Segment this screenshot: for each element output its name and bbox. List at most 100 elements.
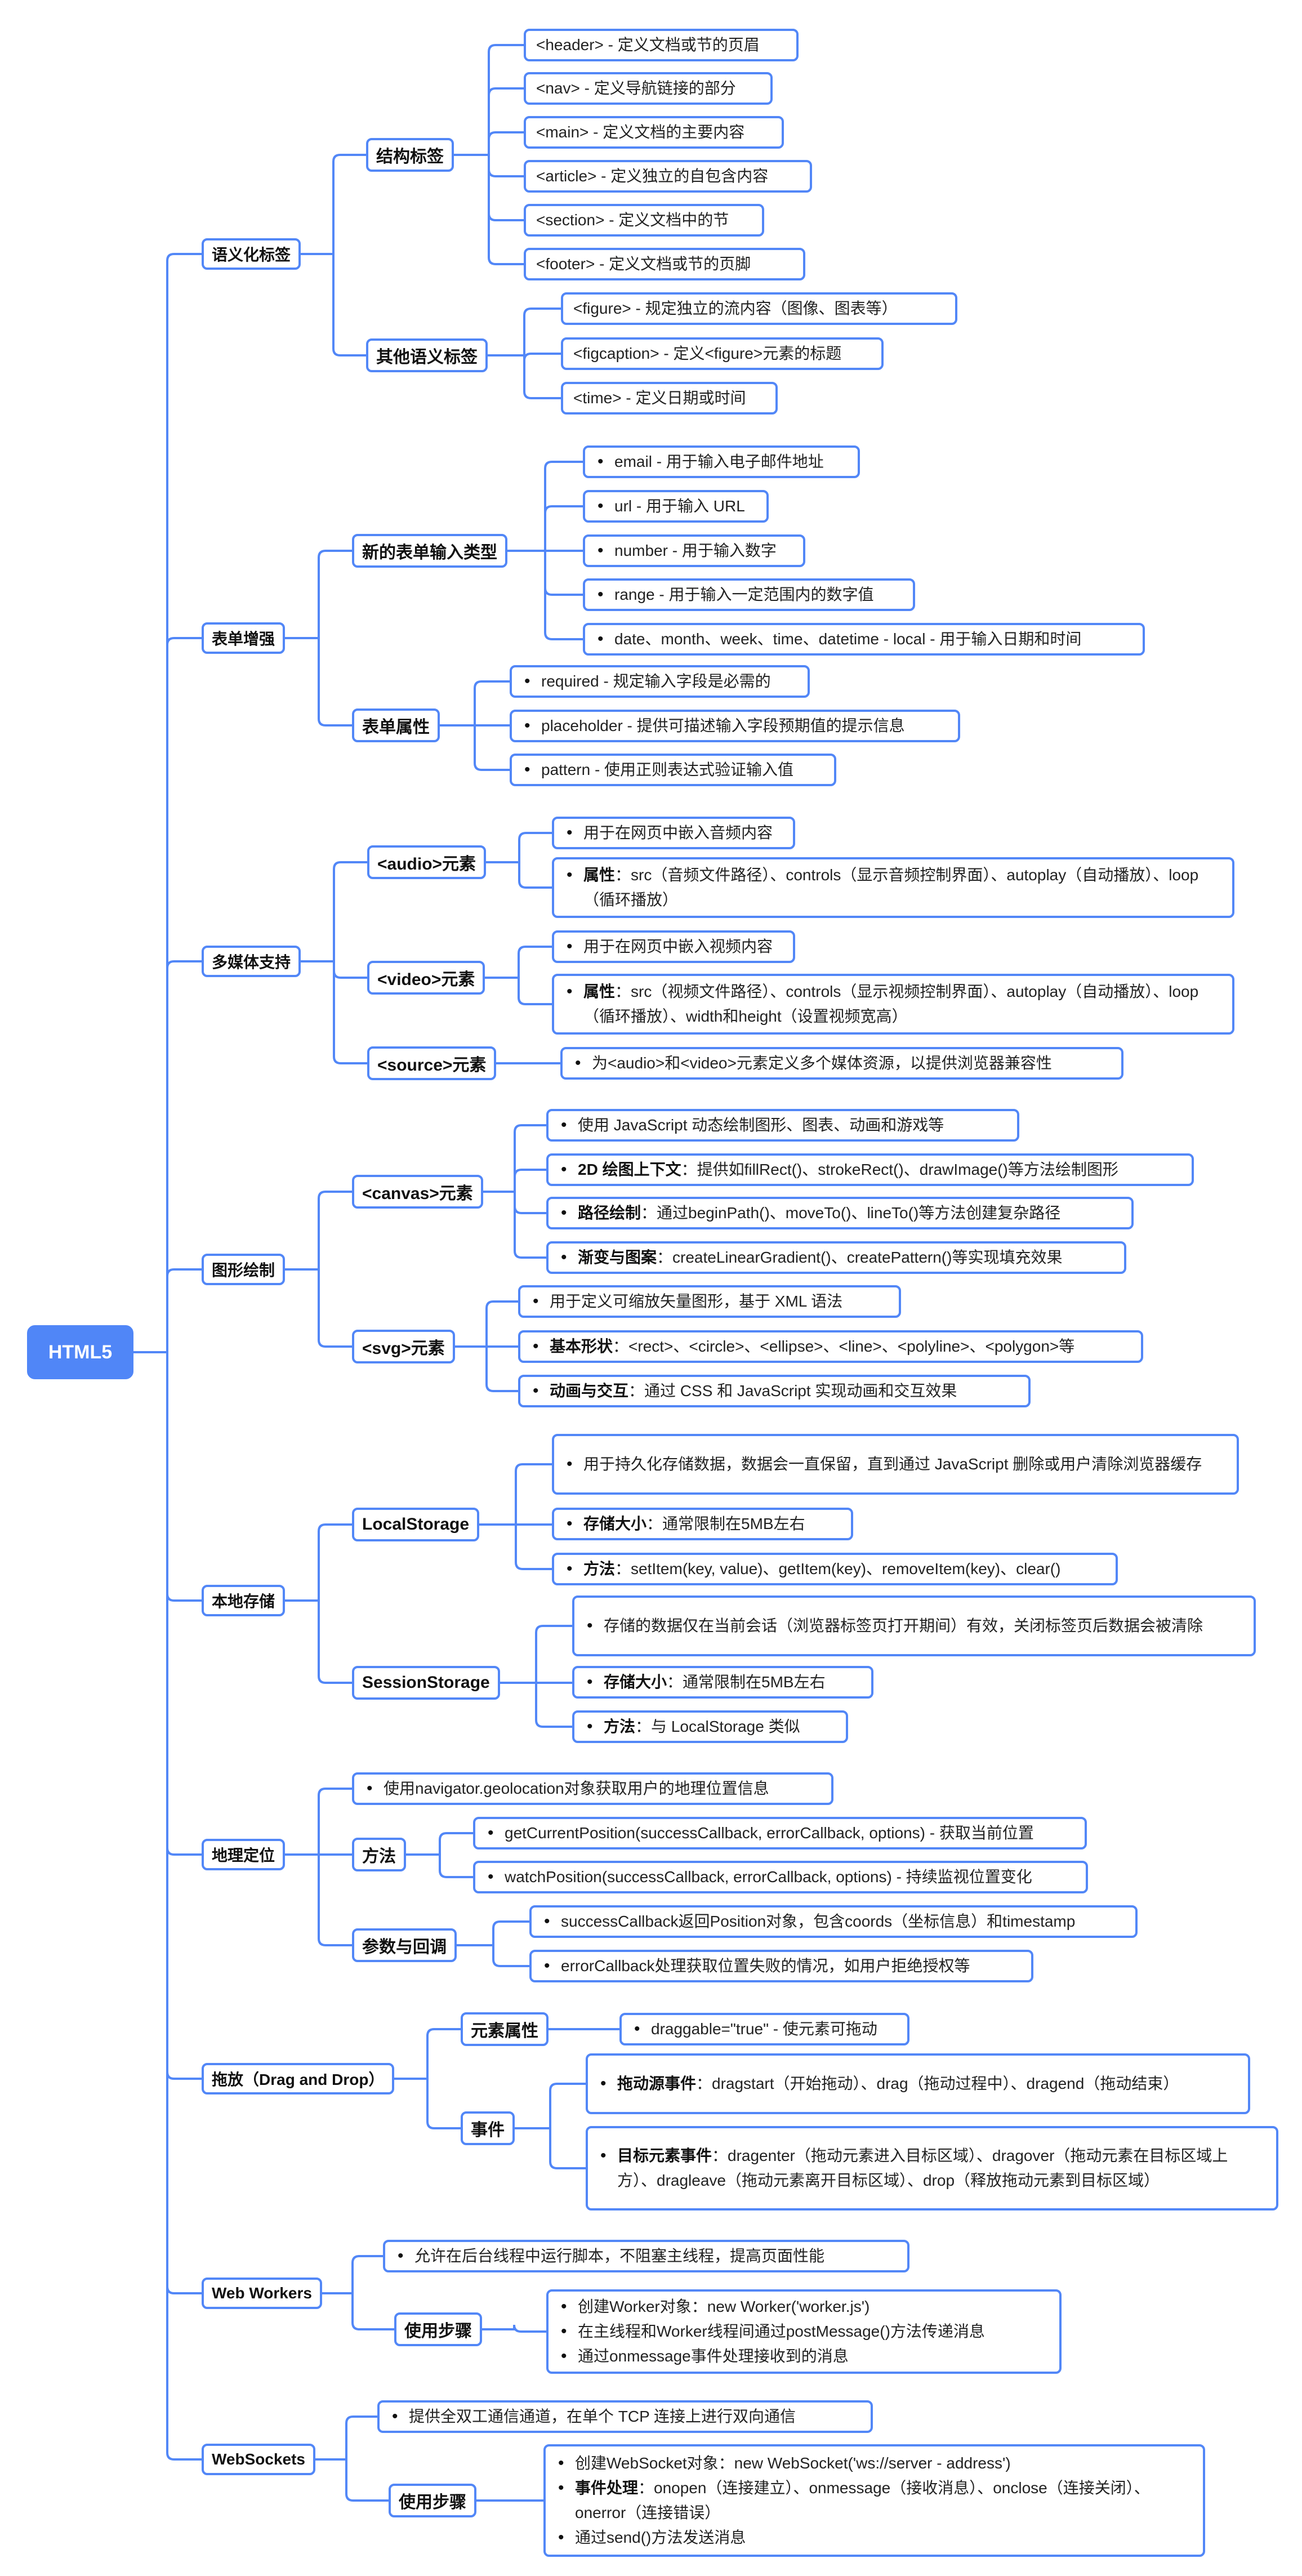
leaf-node[interactable]: 创建Worker对象：new Worker('worker.js')在主线程和W…	[546, 2289, 1062, 2374]
leaf-node[interactable]: <nav> - 定义导航链接的部分	[524, 72, 773, 105]
leaf-node[interactable]: draggable="true" - 使元素可拖动	[619, 2013, 909, 2045]
connector-b5b1	[500, 1625, 572, 1684]
leaf-node[interactable]: placeholder - 提供可描述输入字段预期值的提示信息	[510, 710, 960, 742]
subbranch-node[interactable]: LocalStorage	[352, 1508, 480, 1541]
leaf-node[interactable]: 属性：src（视频文件路径）、controls（显示视频控制界面）、autopl…	[552, 974, 1234, 1035]
branch-b5[interactable]: 本地存储	[202, 1585, 286, 1616]
subbranch-node[interactable]: 元素属性	[461, 2012, 549, 2046]
subbranch-node[interactable]: <canvas>元素	[352, 1175, 483, 1209]
branch-b1[interactable]: 语义化标签	[202, 238, 301, 270]
leaf-item-text: date、month、week、time、datetime - local - …	[614, 630, 1082, 648]
leaf-node[interactable]: 存储的数据仅在当前会话（浏览器标签页打开期间）有效，关闭标签页后数据会被清除	[572, 1595, 1256, 1656]
leaf-node[interactable]: 2D 绘图上下文：提供如fillRect()、strokeRect()、draw…	[546, 1153, 1194, 1186]
leaf-node[interactable]: <footer> - 定义文档或节的页脚	[524, 248, 805, 280]
leaf-node[interactable]: 方法：与 LocalStorage 类似	[572, 1710, 848, 1743]
connector-root-b9	[133, 1351, 202, 2461]
branch-b8[interactable]: Web Workers	[202, 2278, 322, 2309]
leaf-node[interactable]: date、month、week、time、datetime - local - …	[583, 623, 1145, 656]
leaf-item-keyword: 存储大小	[604, 1673, 667, 1691]
subbranch-node[interactable]: 结构标签	[366, 138, 454, 172]
leaf-node[interactable]: 为<audio>和<video>元素定义多个媒体资源，以提供浏览器兼容性	[560, 1047, 1123, 1080]
subbranch-node[interactable]: <svg>元素	[352, 1330, 455, 1363]
leaf-node[interactable]: 提供全双工通信通道，在单个 TCP 连接上进行双向通信	[377, 2400, 873, 2433]
subbranch-node[interactable]: 其他语义标签	[366, 338, 488, 372]
leaf-node[interactable]: 创建WebSocket对象：new WebSocket('ws://server…	[543, 2444, 1205, 2557]
leaf-list: range - 用于输入一定范围内的数字值	[595, 582, 874, 607]
leaf-node[interactable]: url - 用于输入 URL	[583, 490, 769, 523]
connector-root-b1	[133, 253, 202, 1353]
leaf-node[interactable]: pattern - 使用正则表达式验证输入值	[510, 754, 836, 786]
subbranch-node[interactable]: 新的表单输入类型	[352, 534, 507, 568]
leaf-item-keyword: 属性	[583, 866, 616, 884]
connector-b1b	[301, 253, 366, 356]
leaf-node[interactable]: successCallback返回Position对象，包含coords（坐标信…	[529, 1905, 1138, 1938]
connector-b1a6	[454, 154, 524, 265]
leaf-node[interactable]: 方法：setItem(key, value)、getItem(key)、remo…	[552, 1553, 1118, 1585]
subbranch-node[interactable]: SessionStorage	[352, 1666, 500, 1700]
leaf-item-text: <time> - 定义日期或时间	[573, 389, 746, 407]
leaf-node[interactable]: 渐变与图案：createLinearGradient()、createPatte…	[546, 1241, 1126, 1274]
leaf-list: 使用navigator.geolocation对象获取用户的地理位置信息	[364, 1776, 769, 1801]
leaf-node[interactable]: 属性：src（音频文件路径）、controls（显示音频控制界面）、autopl…	[552, 857, 1234, 918]
subbranch-node[interactable]: 使用步骤	[394, 2312, 482, 2346]
leaf-node[interactable]: 使用navigator.geolocation对象获取用户的地理位置信息	[352, 1772, 833, 1805]
leaf-item-text: successCallback返回Position对象，包含coords（坐标信…	[561, 1913, 1076, 1930]
leaf-node[interactable]: 路径绘制：通过beginPath()、moveTo()、lineTo()等方法创…	[546, 1197, 1134, 1229]
leaf-node[interactable]: 使用 JavaScript 动态绘制图形、图表、动画和游戏等	[546, 1109, 1019, 1142]
leaf-node[interactable]: 用于在网页中嵌入视频内容	[552, 930, 795, 963]
leaf-node[interactable]: <time> - 定义日期或时间	[561, 382, 778, 415]
leaf-node[interactable]: 存储大小：通常限制在5MB左右	[572, 1666, 873, 1699]
leaf-node[interactable]: 动画与交互：通过 CSS 和 JavaScript 实现动画和交互效果	[518, 1375, 1031, 1407]
node-label: 拖放（Drag and Drop）	[212, 2071, 385, 2088]
leaf-item: 允许在后台线程中运行脚本，不阻塞主线程，提高页面性能	[395, 2244, 824, 2269]
leaf-node[interactable]: required - 规定输入字段是必需的	[510, 665, 810, 698]
connector-b2b1	[440, 680, 510, 727]
subbranch-node[interactable]: <video>元素	[367, 961, 485, 995]
leaf-item-text: ：提供如fillRect()、strokeRect()、drawImage()等…	[681, 1161, 1118, 1178]
leaf-node[interactable]: 用于在网页中嵌入音频内容	[552, 817, 795, 849]
branch-b6[interactable]: 地理定位	[202, 1839, 286, 1870]
connector-b3a2	[486, 861, 552, 889]
leaf-node[interactable]: 存储大小：通常限制在5MB左右	[552, 1508, 853, 1540]
branch-b4[interactable]: 图形绘制	[202, 1254, 286, 1285]
root-node[interactable]: HTML5	[27, 1325, 133, 1379]
leaf-node[interactable]: email - 用于输入电子邮件地址	[583, 445, 860, 478]
leaf-list: 渐变与图案：createLinearGradient()、createPatte…	[559, 1245, 1062, 1270]
leaf-node[interactable]: <figcaption> - 定义<figure>元素的标题	[561, 337, 884, 370]
leaf-item-text: getCurrentPosition(successCallback, erro…	[505, 1824, 1034, 1842]
leaf-node[interactable]: <figure> - 规定独立的流内容（图像、图表等）	[561, 292, 957, 325]
leaf-node[interactable]: <article> - 定义独立的自包含内容	[524, 160, 812, 193]
connector-b4b	[285, 1268, 352, 1348]
leaf-node[interactable]: 允许在后台线程中运行脚本，不阻塞主线程，提高页面性能	[383, 2240, 909, 2272]
branch-b2[interactable]: 表单增强	[202, 622, 286, 654]
connector-root-b2	[133, 637, 202, 1353]
subbranch-node[interactable]: <source>元素	[367, 1046, 497, 1080]
leaf-node[interactable]: number - 用于输入数字	[583, 534, 805, 567]
leaf-node[interactable]: <main> - 定义文档的主要内容	[524, 116, 784, 149]
leaf-node[interactable]: 用于定义可缩放矢量图形，基于 XML 语法	[518, 1285, 901, 1318]
leaf-node[interactable]: watchPosition(successCallback, errorCall…	[473, 1861, 1088, 1893]
leaf-item-text: ：dragenter（拖动元素进入目标区域）、dragover（拖动元素在目标区…	[617, 2147, 1228, 2189]
leaf-node[interactable]: <header> - 定义文档或节的页眉	[524, 29, 799, 61]
subbranch-node[interactable]: 使用步骤	[389, 2484, 476, 2517]
leaf-node[interactable]: errorCallback处理获取位置失败的情况，如用户拒绝授权等	[529, 1950, 1033, 1982]
subbranch-node[interactable]: 方法	[352, 1838, 406, 1871]
branch-b7[interactable]: 拖放（Drag and Drop）	[202, 2063, 395, 2094]
leaf-node[interactable]: 用于持久化存储数据，数据会一直保留，直到通过 JavaScript 删除或用户清…	[552, 1434, 1239, 1495]
leaf-node[interactable]: getCurrentPosition(successCallback, erro…	[473, 1817, 1087, 1849]
subbranch-node[interactable]: 参数与回调	[352, 1928, 457, 1962]
leaf-node[interactable]: <section> - 定义文档中的节	[524, 204, 764, 237]
leaf-node[interactable]: 目标元素事件：dragenter（拖动元素进入目标区域）、dragover（拖动…	[586, 2126, 1278, 2210]
leaf-item-text: email - 用于输入电子邮件地址	[614, 453, 824, 470]
node-label: 本地存储	[212, 1593, 275, 1610]
leaf-node[interactable]: range - 用于输入一定范围内的数字值	[583, 578, 915, 611]
node-label: 使用步骤	[399, 2493, 466, 2512]
subbranch-node[interactable]: 表单属性	[352, 708, 440, 742]
branch-b9[interactable]: WebSockets	[202, 2444, 315, 2475]
leaf-item: 使用 JavaScript 动态绘制图形、图表、动画和游戏等	[559, 1113, 944, 1138]
leaf-node[interactable]: 拖动源事件：dragstart（开始拖动）、drag（拖动过程中）、dragen…	[586, 2053, 1250, 2114]
branch-b3[interactable]: 多媒体支持	[202, 946, 301, 977]
subbranch-node[interactable]: 事件	[461, 2111, 515, 2145]
subbranch-node[interactable]: <audio>元素	[367, 845, 487, 879]
leaf-node[interactable]: 基本形状：<rect>、<circle>、<ellipse>、<line>、<p…	[518, 1330, 1143, 1363]
